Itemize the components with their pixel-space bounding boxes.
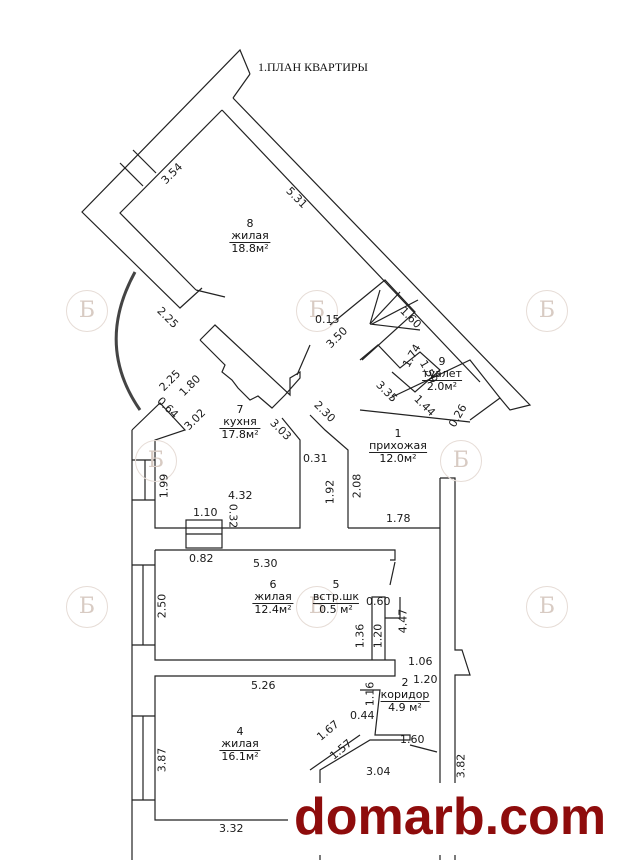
dimension-label: 0.32 — [226, 503, 240, 529]
logo-text: domarb.com — [294, 788, 607, 846]
watermark-logo: Б — [440, 440, 482, 482]
dimension-label: 1.10 — [193, 506, 218, 519]
dimension-label: 2.08 — [350, 473, 364, 499]
dimension-label: 1.16 — [363, 681, 377, 707]
dimension-label: 1.99 — [157, 473, 171, 499]
dimension-label: 0.82 — [189, 552, 214, 565]
watermark-logo: Б — [296, 586, 338, 628]
site-watermark-logo: domarb.com — [288, 783, 622, 855]
dimension-label: 1.60 — [400, 733, 425, 746]
watermark-logo: Б — [66, 290, 108, 332]
dimension-label: 0.60 — [366, 595, 391, 608]
dimension-label: 3.82 — [454, 753, 468, 779]
dimension-label: 1.92 — [323, 479, 337, 505]
dimension-label: 1.06 — [408, 655, 433, 668]
dimension-label: 4.47 — [396, 608, 410, 634]
dimension-label: 3.04 — [366, 765, 391, 778]
dimension-label: 1.36 — [353, 623, 367, 649]
dimension-label: 2.50 — [155, 593, 169, 619]
watermark-logo: Б — [526, 586, 568, 628]
dimension-label: 1.20 — [413, 673, 438, 686]
dimension-label: 3.87 — [155, 747, 169, 773]
dimension-label: 3.32 — [219, 822, 244, 835]
dimension-label: 5.30 — [253, 557, 278, 570]
watermark-logo: Б — [66, 586, 108, 628]
watermark-logo: Б — [526, 290, 568, 332]
dimension-label: 1.20 — [371, 623, 385, 649]
watermark-logo: Б — [135, 440, 177, 482]
dimension-label: 0.15 — [315, 313, 340, 326]
dimension-label: 0.31 — [303, 452, 328, 465]
plan-title: 1.ПЛАН КВАРТИРЫ — [258, 60, 369, 74]
dimension-label: 4.32 — [228, 489, 253, 502]
dimension-label: 5.26 — [251, 679, 276, 692]
dimension-label: 1.78 — [386, 512, 411, 525]
watermark-logo: Б — [296, 290, 338, 332]
dimension-label: 0.44 — [350, 709, 375, 722]
